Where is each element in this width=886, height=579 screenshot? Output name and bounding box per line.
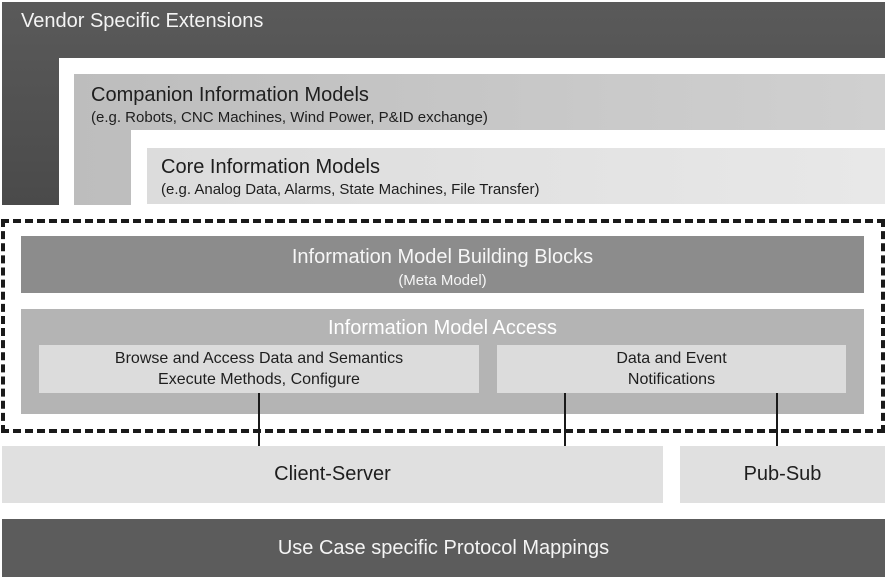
core-models-title: Core Information Models xyxy=(161,156,380,178)
event-notifications-box: Data and Event Notifications xyxy=(497,345,846,393)
companion-models-examples: (e.g. Robots, CNC Machines, Wind Power, … xyxy=(91,109,488,126)
pub-sub-box: Pub-Sub xyxy=(680,446,885,503)
access-layer-title: Information Model Access xyxy=(328,317,557,339)
event-notifications-line2: Notifications xyxy=(627,371,716,388)
vendor-extensions-title: Vendor Specific Extensions xyxy=(21,10,264,32)
connector-line-right xyxy=(776,393,778,447)
dashed-frame xyxy=(1,219,885,433)
client-server-box: Client-Server xyxy=(2,446,663,503)
companion-models-title: Companion Information Models xyxy=(91,84,369,106)
protocol-mappings-layer: Use Case specific Protocol Mappings xyxy=(2,519,885,577)
connector-line-middle xyxy=(564,393,566,447)
core-models-layer xyxy=(147,148,885,204)
building-blocks-subtitle: (Meta Model) xyxy=(398,272,487,289)
event-notifications-line1: Data and Event xyxy=(616,350,727,367)
browse-access-line2: Execute Methods, Configure xyxy=(158,371,360,388)
connector-line-left xyxy=(258,393,260,447)
browse-access-box: Browse and Access Data and Semantics Exe… xyxy=(39,345,479,393)
core-models-examples: (e.g. Analog Data, Alarms, State Machine… xyxy=(161,181,540,198)
building-blocks-title: Information Model Building Blocks xyxy=(291,246,594,268)
browse-access-line1: Browse and Access Data and Semantics xyxy=(114,350,404,367)
building-blocks-layer: Information Model Building Blocks (Meta … xyxy=(21,236,864,293)
